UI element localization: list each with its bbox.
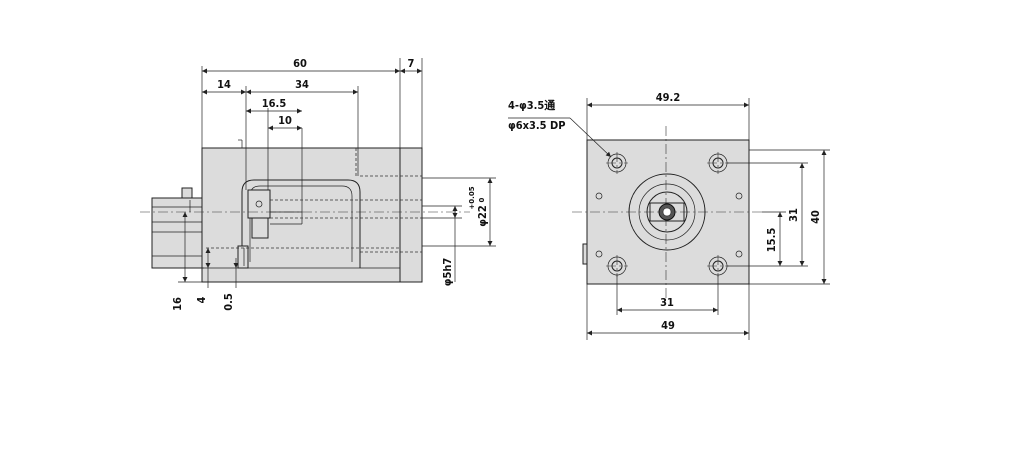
dim-bore-tol-lower: 0 <box>478 197 486 202</box>
front-view: 49.2 4-φ3.5通 φ6x3.5 DP 31 49 31 40 15.5 <box>508 91 830 340</box>
dim-bottom-31: 31 <box>660 296 674 309</box>
front-dimension-texts: 49.2 4-φ3.5通 φ6x3.5 DP 31 49 31 40 15.5 <box>508 91 822 332</box>
dim-flange: 7 <box>408 57 415 70</box>
dim-right-31: 31 <box>787 208 800 222</box>
dim-14: 14 <box>217 78 231 91</box>
dim-bottom-49: 49 <box>661 319 675 332</box>
dim-right-40: 40 <box>809 210 822 224</box>
dim-right-15-5: 15.5 <box>765 228 778 253</box>
dim-shaft: φ5h7 <box>441 258 454 287</box>
note-holes-line2: φ6x3.5 DP <box>508 119 565 132</box>
hidden-lines <box>206 148 422 253</box>
dim-10: 10 <box>278 114 292 127</box>
dim-bore-tol-upper: +0.05 <box>468 186 476 209</box>
dim-16: 16 <box>171 297 184 311</box>
side-dimension-lines <box>182 68 493 288</box>
hub <box>628 173 706 251</box>
inner-features <box>237 128 361 269</box>
shaft-rod <box>151 187 205 269</box>
flange <box>399 147 423 283</box>
note-holes-line1: 4-φ3.5通 <box>508 99 555 112</box>
side-view: 60 7 14 34 16.5 10 16 4 0.5 φ22 +0.05 0 … <box>140 57 496 311</box>
dim-34: 34 <box>295 78 309 91</box>
front-extension-lines <box>586 98 830 340</box>
dim-bore: φ22 <box>476 205 489 227</box>
dim-16-5: 16.5 <box>262 97 287 110</box>
dim-4: 4 <box>195 296 208 303</box>
front-dimension-lines <box>508 102 827 336</box>
left-tab <box>582 243 588 265</box>
dim-top-width: 49.2 <box>656 91 681 104</box>
dim-0-5: 0.5 <box>222 293 235 311</box>
dim-overall: 60 <box>293 57 307 70</box>
housing-body <box>201 139 401 283</box>
side-dimension-texts: 60 7 14 34 16.5 10 16 4 0.5 φ22 +0.05 0 … <box>171 57 489 311</box>
